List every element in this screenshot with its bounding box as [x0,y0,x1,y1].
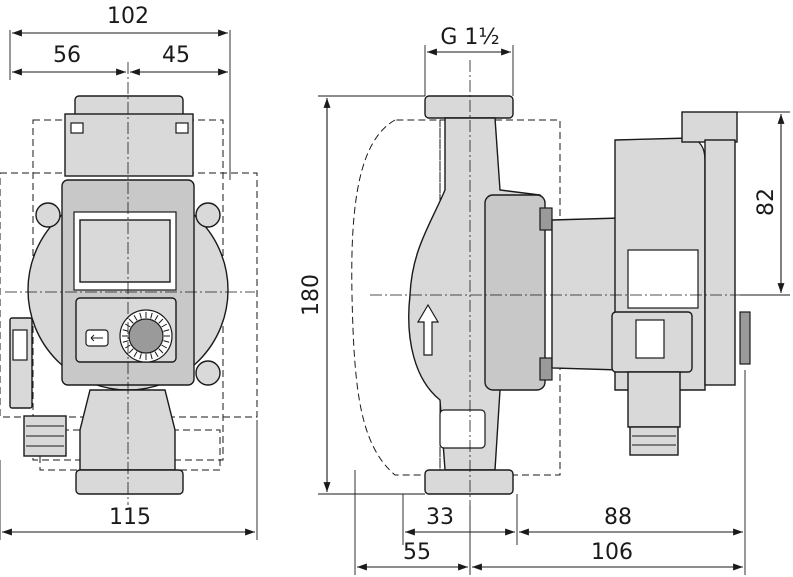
knob-tick [139,353,142,360]
knob-tick [122,340,129,343]
front-terminal-box [64,113,194,177]
knob-tick [158,348,164,354]
dim-label-115: 115 [109,505,151,530]
side-volute-dashed [351,119,441,476]
front-mount-ear-tr [195,202,221,228]
dim-label-88: 88 [604,505,632,530]
knob-tick [161,323,168,328]
side-drain-window [439,409,486,449]
front-connector-window [12,329,28,361]
side-bottom-flange [424,469,514,495]
flow-direction-arrow-icon [416,303,440,356]
dim-label-45: 45 [162,43,190,68]
side-plug-window [635,319,665,359]
side-top-flange [424,95,514,119]
side-motor-coupling [484,194,546,391]
dim-label-180: 180 [299,274,324,316]
knob-tick [128,318,134,324]
knob-tick [163,340,170,343]
side-cable-gland-knurl [739,311,751,365]
front-bottom-flange [75,469,184,495]
side-motor-shaft-housing [551,217,621,371]
knob-tick [163,329,170,332]
knob-tick [128,348,134,354]
side-bolt-bottom [539,357,553,381]
speed-control-knob-icon [119,309,173,363]
front-view: 102 56 45 115 [0,4,258,540]
dim-label-106: 106 [591,540,633,565]
knob-tick [133,314,138,321]
side-plug-gland [629,426,679,456]
front-mount-ear-tl [35,202,61,228]
dim-label-33: 33 [426,505,454,530]
front-mount-ear-br [195,360,221,386]
knob-tick [154,314,159,321]
side-label-panel [627,249,699,309]
mode-arrow-glyph [90,334,103,342]
front-latch-right [175,122,189,134]
side-bolt-top [539,207,553,231]
knob-tick [158,318,164,324]
side-gland-ribs [632,435,676,446]
front-lower-neck [79,389,176,471]
dim-label-82: 82 [754,188,779,216]
dim-label-102: 102 [107,4,149,29]
knob-tick [139,312,142,319]
side-plug-body [627,371,681,428]
dim-label-g1half: G 1½ [440,25,499,50]
knob-tick [150,353,153,360]
front-latch-left [70,122,84,134]
front-gland-ribs [26,425,64,447]
knob-tick [133,351,138,358]
side-box-back [704,139,736,386]
dim-label-55: 55 [403,540,431,565]
knob-tick [150,312,153,319]
dim-label-56: 56 [53,43,81,68]
side-box-top [681,111,738,143]
knob-tick [154,351,159,358]
side-view: G 1½ 180 82 33 88 55 106 [299,25,790,575]
knob-tick [161,344,168,349]
front-display-screen [79,219,171,283]
